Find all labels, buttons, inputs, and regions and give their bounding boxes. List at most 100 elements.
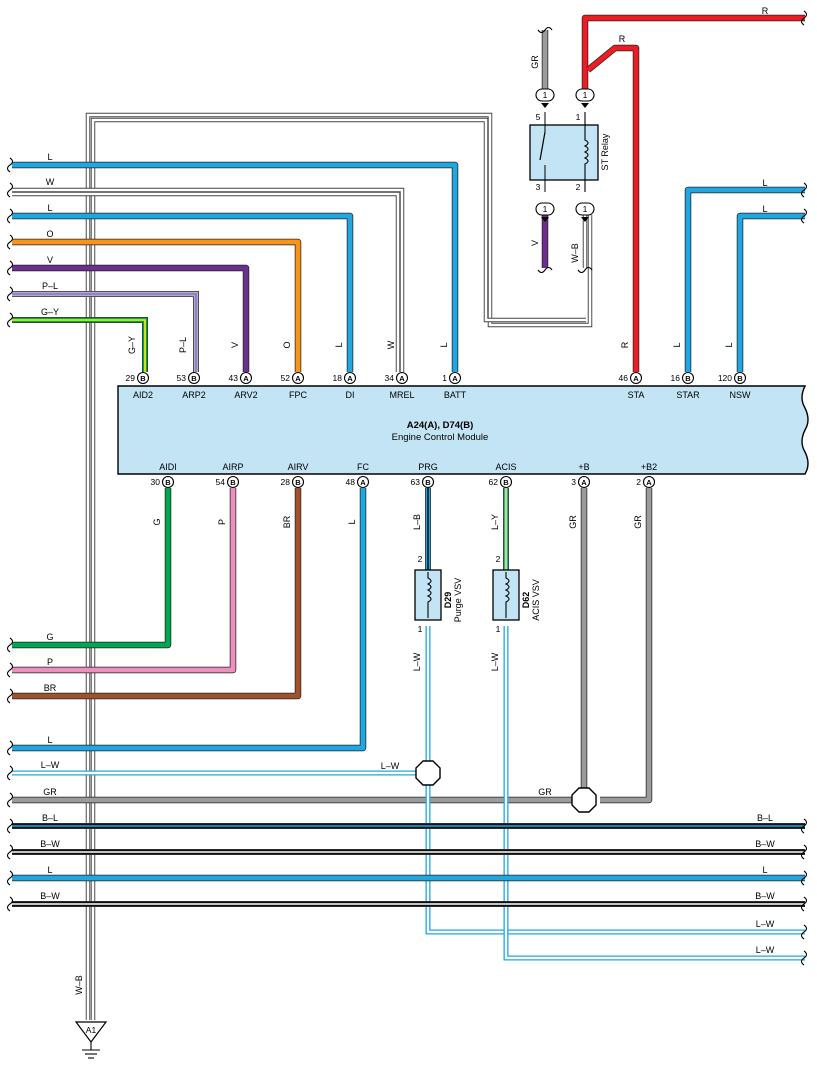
left-bottom-wire-label-8: L [47,865,52,875]
top-wire-label-9: L [724,342,734,347]
right-break-6 [800,924,808,940]
purge-vsv-pin-bottom: 1 [418,624,423,634]
right-top-label-2: L [762,204,767,214]
relay-conn-5-arrow [541,103,549,108]
l-star-wire [684,186,805,372]
engine-control-module: A24(A), D74(B)Engine Control ModuleB29AI… [117,371,809,489]
bottom-pin-airp-conn: B [230,478,236,487]
bottom-pin-name-7: +B2 [641,462,657,472]
left-break-10 [6,740,14,756]
bottom-wire-label-3: L [347,519,357,524]
top-pin-batt-badge [448,371,462,385]
bottom-pin-prg-conn: B [425,478,431,487]
bottom-pin-acis-num: 62 [489,477,499,487]
relay-conn-1-label: 1 [583,90,588,100]
relay-pin-5: 5 [536,112,541,122]
relay-bottom-right-label: W–B [570,243,580,263]
w-mrel-wire-b [12,191,401,372]
lw-acis-wire [503,626,805,961]
top-pin-star-conn: B [685,374,691,383]
wb-ground-wire-inner-fill [91,118,586,1020]
left-bottom-wire-label-1: P [47,657,53,667]
l-nsw-wire-fill [737,213,805,372]
left-bottom-wire-label-2: BR [44,683,57,693]
left-wire-label-2: L [47,203,52,213]
top-wire-label-0: G–Y [127,336,137,354]
relay-conn-3-label: 1 [543,204,548,214]
top-pin-name-di: DI [346,390,355,400]
relay-conn-2-label: 1 [583,204,588,214]
purge-vsv-name: Purge VSV [453,578,463,623]
l-fc-wire [12,488,367,752]
top-pin-di-badge [343,371,357,385]
pl-arp2-wire [12,291,199,372]
left-break-14 [6,844,14,860]
l-batt-wire [12,161,459,372]
gr-junction [571,787,597,813]
left-bottom-wire-label-7: B–W [40,839,60,849]
top-pin-di-conn: A [347,374,353,383]
left-break-7 [6,637,14,653]
relay-top-left-label: GR [530,55,540,69]
bottom-pin-acis-badge [499,475,513,489]
ecm-name: Engine Control Module [392,432,489,443]
top-pin-batt-num: 1 [442,373,447,383]
right-bottom-wire-label-3: B–W [755,891,775,901]
relay-switch-arm [539,131,546,161]
left-bottom-wire-label-9: B–W [40,891,60,901]
relay-coil [583,112,589,192]
wb-ground-wire-outer-fill [86,113,592,1020]
red-battery-wire [581,14,805,92]
lw-purge-wire-inner [426,626,805,934]
top-wire-label-2: V [230,342,240,348]
red-wire-label: R [762,6,769,16]
bottom-pin-fc-badge [356,475,370,489]
g-aidi-wire [12,488,172,649]
acis-vsv-pin-top: 2 [496,554,501,564]
bottom-pin-+b2-conn: A [646,478,652,487]
top-pin-name-fpc: FPC [289,390,308,400]
top-pin-aid2-badge [136,371,150,385]
relay-conn-2-conn [575,202,595,216]
top-pin-name-star: STAR [676,390,700,400]
bottom-wire-label-6: GR [568,515,578,529]
gy-aid2-wire-stripe [12,319,146,372]
left-break-0 [6,157,14,173]
br-airv-wire-fill [12,488,301,699]
top-pin-mrel-conn: A [399,374,405,383]
bottom-pin-airp-num: 54 [216,477,226,487]
acis-vsv-id: D62 [521,592,531,609]
right-bottom-wire-label-0: B–L [757,813,773,823]
ground-point: A1 [74,1021,108,1059]
relay-conn-1-conn [575,88,595,102]
left-break-15 [6,870,14,886]
top-wire-label-4: L [334,342,344,347]
top-pin-arv2-badge [239,371,253,385]
gr-plusb2-wire-outline [600,488,653,804]
relay-conn-1-arrow [581,103,589,108]
top-pin-sta-conn: A [633,374,639,383]
pl-arp2-wire-base [12,291,199,372]
left-break-9 [6,688,14,704]
left-break-16 [6,896,14,912]
top-pin-star-num: 16 [671,373,681,383]
left-bottom-wire-label-5: GR [43,787,57,797]
left-break-1 [6,182,14,198]
top-pin-name-nsw: NSW [730,390,752,400]
wb-ground-wire-outer-outline [85,112,593,1020]
relay-name: ST Relay [600,133,610,170]
top-pin-mrel-num: 34 [385,373,395,383]
bottom-pin-name-6: +B [578,462,589,472]
left-wire-label-6: G–Y [41,307,59,317]
left-break-3 [6,234,14,250]
top-wire-label-1: P–L [178,337,188,353]
right-break-7 [800,950,808,966]
lw-junction [415,760,441,786]
l-star-wire-fill [685,187,805,372]
left-bottom-wire-label-4: L–W [41,760,60,770]
g-aidi-wire-fill [12,488,171,648]
top-pin-nsw-conn: B [737,374,743,383]
